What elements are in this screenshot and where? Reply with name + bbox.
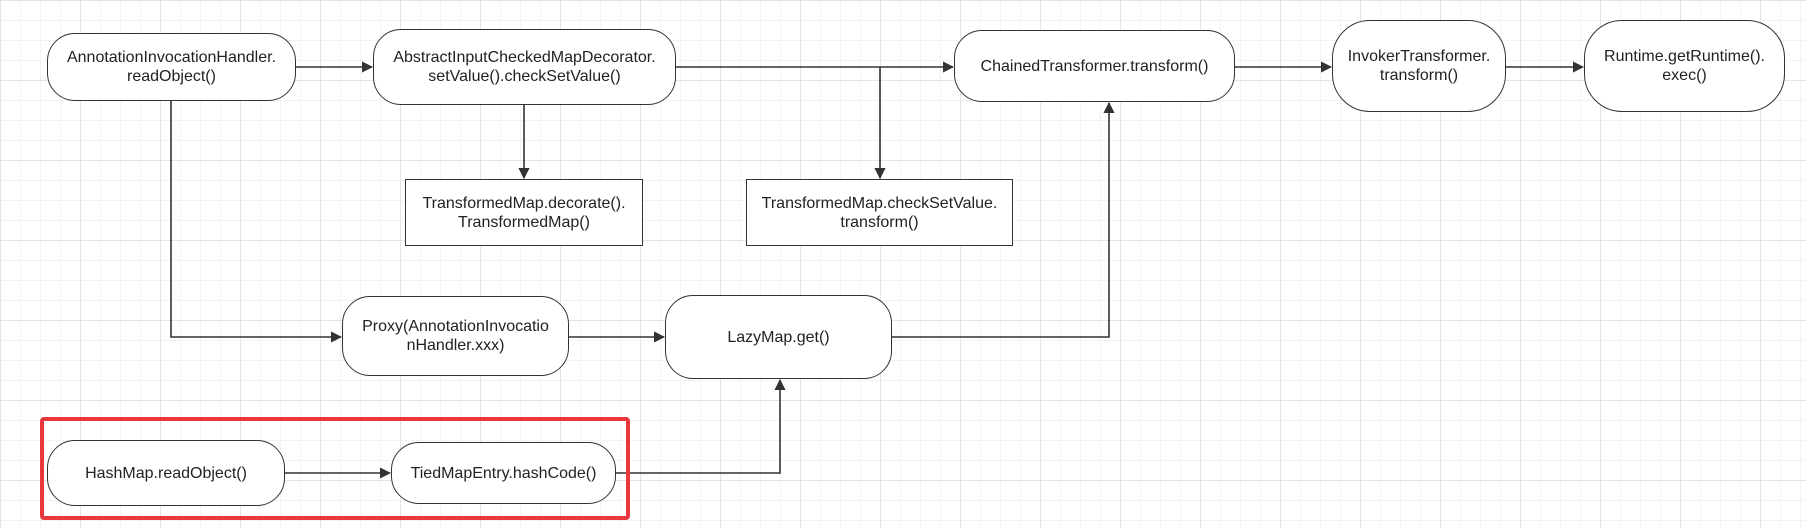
node-annotation-read-object-label: AnnotationInvocationHandler. readObject(… (66, 49, 277, 85)
node-proxy[interactable]: Proxy(AnnotationInvocatio nHandler.xxx) (342, 296, 569, 376)
node-chained-transform[interactable]: ChainedTransformer.transform() (954, 30, 1235, 102)
node-abstract-input-checked-label: AbstractInputCheckedMapDecorator. setVal… (393, 49, 656, 85)
node-runtime-exec[interactable]: Runtime.getRuntime(). exec() (1584, 20, 1785, 112)
edge-tied-to-lazymap (616, 378, 786, 474)
node-abstract-input-checked[interactable]: AbstractInputCheckedMapDecorator. setVal… (373, 29, 676, 105)
node-annotation-read-object[interactable]: AnnotationInvocationHandler. readObject(… (47, 33, 296, 101)
node-proxy-label: Proxy(AnnotationInvocatio nHandler.xxx) (362, 318, 549, 354)
node-hashmap-read-object-label: HashMap.readObject() (85, 464, 247, 482)
edge-annotation-to-proxy (170, 101, 343, 343)
node-tied-hashcode-label: TiedMapEntry.hashCode() (410, 464, 597, 482)
highlight-box (40, 417, 630, 520)
node-invoker-transform[interactable]: InvokerTransformer. transform() (1332, 20, 1506, 112)
node-hashmap-read-object[interactable]: HashMap.readObject() (47, 440, 285, 506)
node-tied-hashcode[interactable]: TiedMapEntry.hashCode() (391, 442, 616, 504)
node-transformed-check[interactable]: TransformedMap.checkSetValue. transform(… (746, 179, 1013, 246)
node-lazymap-get-label: LazyMap.get() (727, 328, 830, 346)
node-chained-transform-label: ChainedTransformer.transform() (980, 57, 1209, 75)
edge-lazymap-to-chained (892, 101, 1115, 338)
node-invoker-transform-label: InvokerTransformer. transform() (1347, 48, 1491, 84)
node-runtime-exec-label: Runtime.getRuntime(). exec() (1604, 48, 1765, 84)
node-transformed-decorate[interactable]: TransformedMap.decorate(). TransformedMa… (405, 179, 643, 246)
node-transformed-check-label: TransformedMap.checkSetValue. transform(… (761, 194, 998, 231)
node-transformed-decorate-label: TransformedMap.decorate(). TransformedMa… (422, 194, 626, 231)
node-lazymap-get[interactable]: LazyMap.get() (665, 295, 892, 379)
